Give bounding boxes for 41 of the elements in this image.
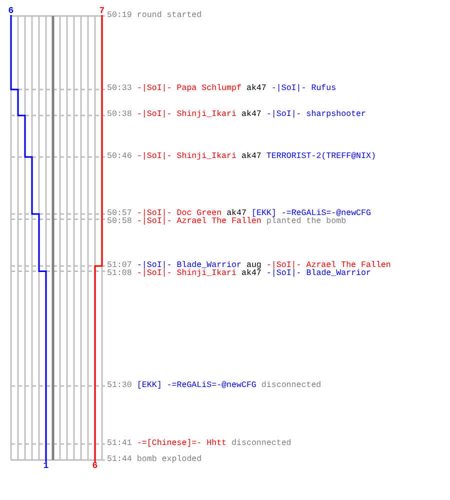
- timestamp: 51:07: [107, 262, 132, 270]
- count-label: 6: [91, 462, 99, 471]
- count-label: 6: [7, 7, 15, 16]
- event-text: disconnected: [261, 382, 322, 390]
- weapon-name: ak47: [242, 111, 262, 120]
- timestamp: 51:41: [107, 440, 132, 448]
- event-text: bomb exploded: [136, 456, 202, 464]
- player-name: -|SoI|- Shinji_Ikari: [136, 152, 236, 162]
- event-text: disconnected: [232, 440, 292, 448]
- player-name: -|SoI|- sharpshooter: [266, 111, 366, 120]
- timestamp: 51:30: [107, 382, 132, 390]
- timestamp: 50:38: [107, 111, 132, 120]
- player-name: -|SoI|- Blade_Warrior: [136, 262, 242, 270]
- timestamp: 50:58: [107, 218, 132, 227]
- player-name: -=[Chinese]=- Hhtt: [136, 440, 227, 448]
- weapon-name: ak47: [226, 210, 246, 218]
- timestamp: 50:57: [107, 210, 132, 218]
- timestamp: 50:33: [107, 85, 132, 94]
- player-name: -|SoI|- Shinji_Ikari: [136, 111, 236, 120]
- timestamp: 50:46: [107, 152, 132, 162]
- event-text: planted the bomb: [266, 218, 346, 227]
- player-name: -|SoI|- Papa Schlumpf: [136, 85, 242, 94]
- count-label: 7: [98, 7, 106, 16]
- timestamp: 51:08: [107, 270, 132, 279]
- weapon-name: aug: [246, 262, 262, 270]
- player-name: -|SoI|- Blade_Warrior: [266, 270, 371, 279]
- count-label: 1: [42, 462, 50, 471]
- timestamp: 51:44: [107, 456, 132, 464]
- player-name: TERRORIST-2(TREFF@NIX): [266, 152, 376, 162]
- player-name: -|SoI|- Shinji_Ikari: [136, 270, 236, 279]
- player-name: [EKK] -=ReGALiS=-@newCFG: [251, 210, 371, 218]
- weapon-name: ak47: [242, 152, 262, 162]
- player-name: -|SoI|- Azrael The Fallen: [136, 218, 262, 227]
- weapon-name: ak47: [246, 85, 266, 94]
- player-name: -|SoI|- Rufus: [271, 85, 336, 94]
- player-name: -|SoI|- Doc Green: [136, 210, 222, 218]
- player-name: -|SoI|- Azrael The Fallen: [266, 262, 391, 270]
- weapon-name: ak47: [242, 270, 262, 279]
- timestamp: 50:19: [107, 12, 132, 20]
- event-text: round started: [136, 12, 202, 20]
- player-name: [EKK] -=ReGALiS=-@newCFG: [136, 382, 256, 390]
